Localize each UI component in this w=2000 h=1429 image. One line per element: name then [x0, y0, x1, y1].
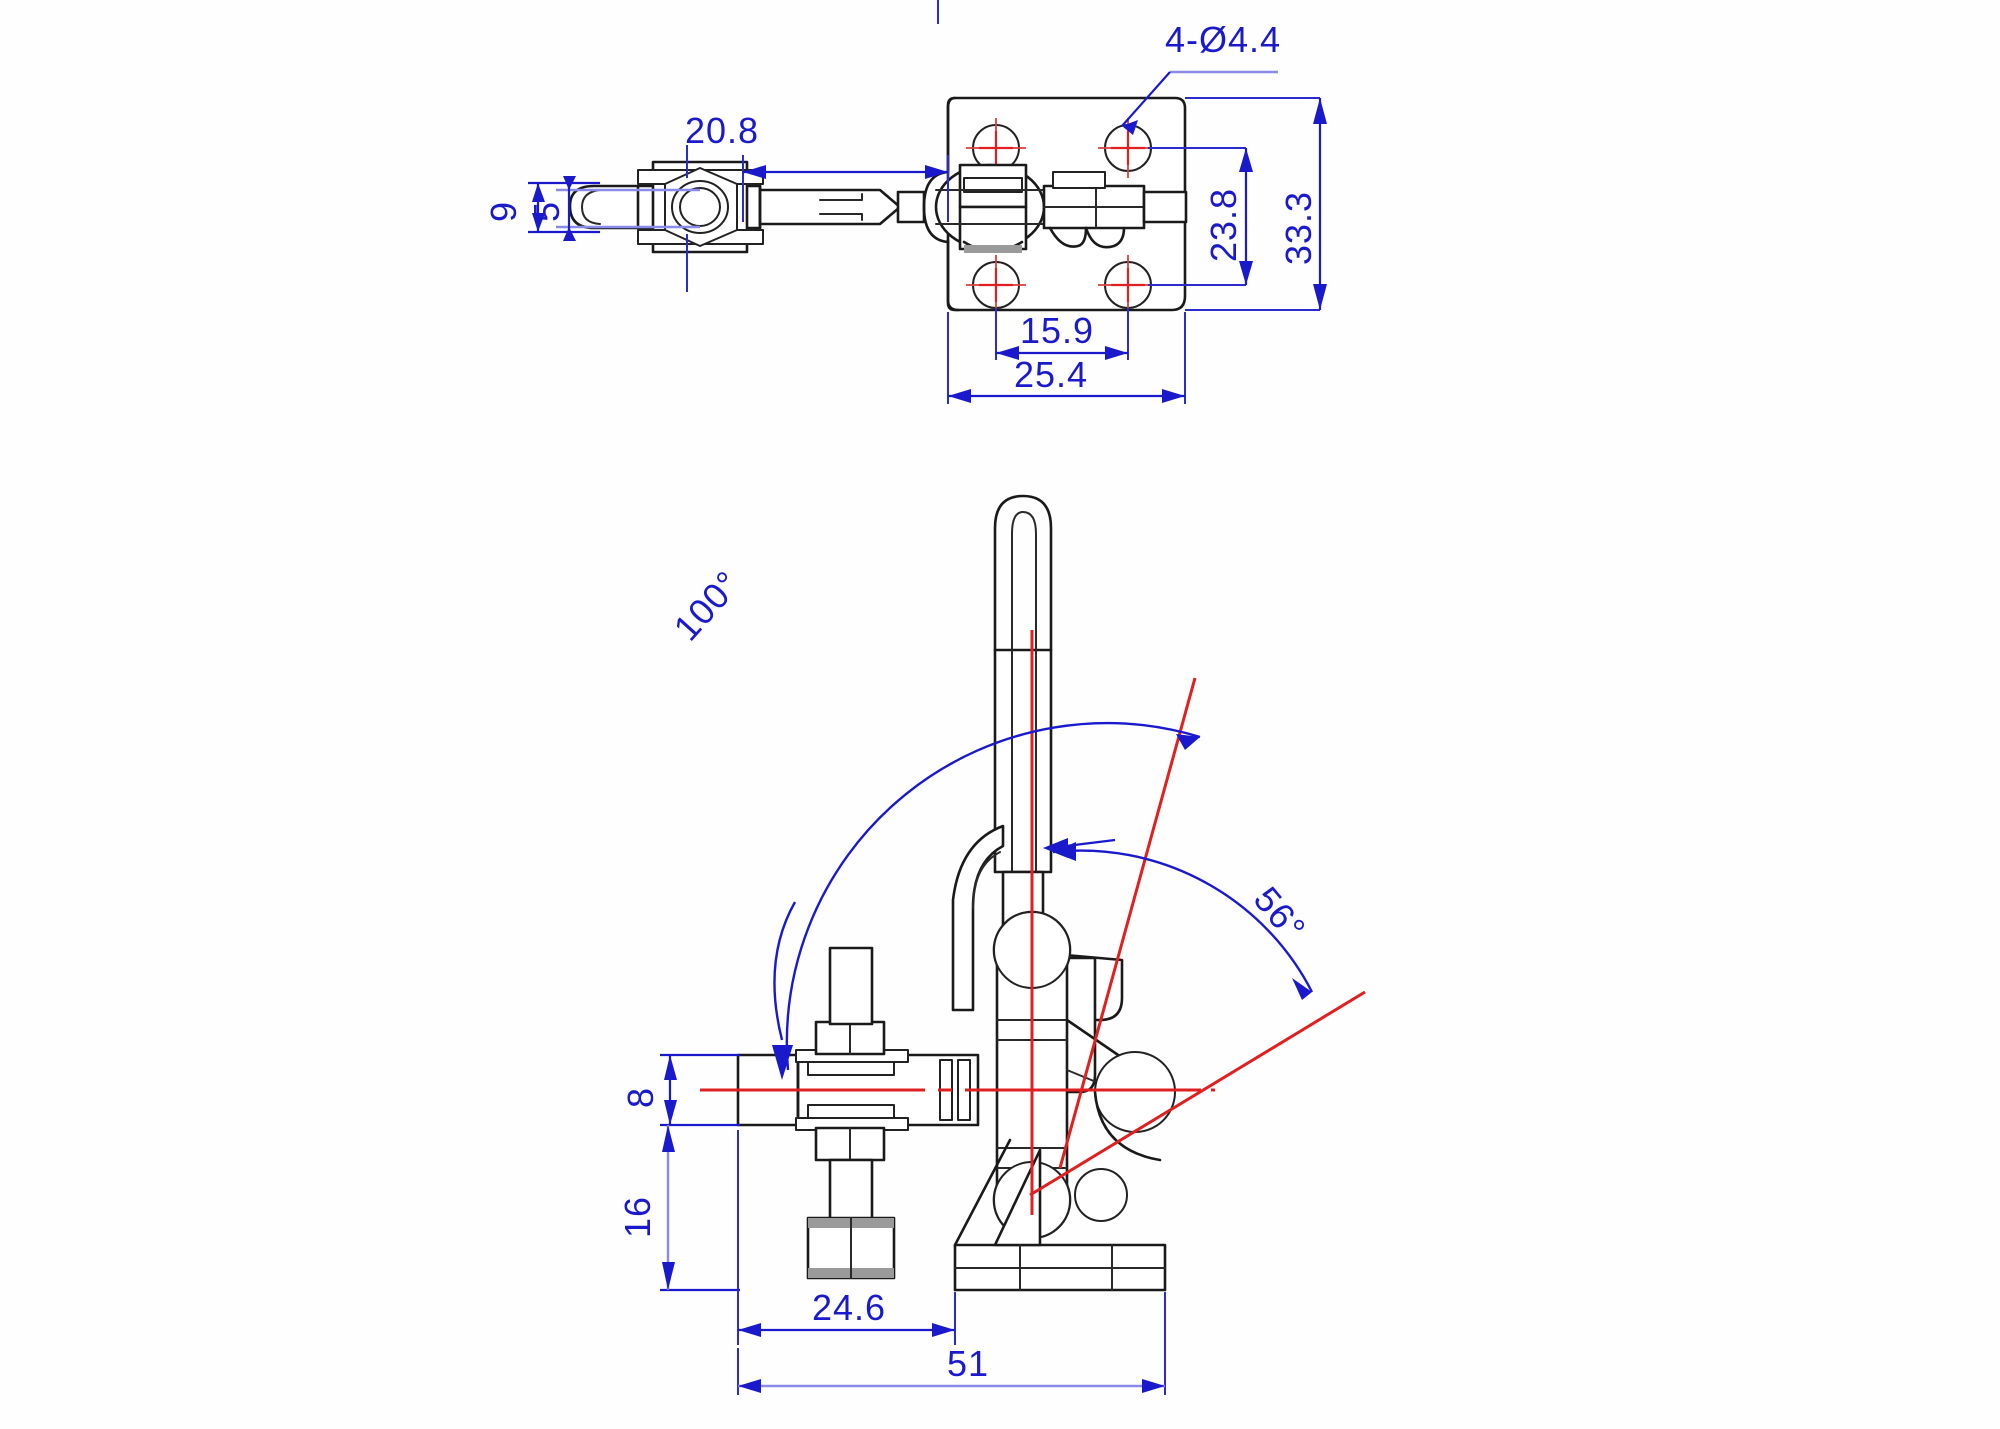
- right-lug-1: [1048, 226, 1088, 248]
- dim-label-25-4: 25.4: [1014, 354, 1088, 395]
- dim-23-8: 23.8: [1148, 147, 1253, 286]
- dim-16: 16: [617, 1125, 740, 1292]
- right-shaft-group-top: [1042, 171, 1188, 249]
- dim-label-100: 100°: [665, 563, 748, 649]
- fork-groove-top: [819, 193, 863, 201]
- spindle-leader-path: [773, 901, 797, 1041]
- dim-label-16: 16: [617, 1196, 658, 1238]
- right-end-pin: [1142, 190, 1188, 224]
- dim-15-9: 15.9: [995, 308, 1129, 360]
- roller-left-arc: [922, 170, 950, 244]
- base-gusset: [993, 1148, 1042, 1247]
- dim-label-33-3: 33.3: [1278, 191, 1319, 265]
- dim-9: 9: [483, 181, 600, 234]
- dim-20-8: 20.8: [685, 110, 949, 222]
- roller-bottom-boss: [958, 205, 1028, 251]
- right-lug-2: [1084, 226, 1126, 249]
- front-spindle-assembly: [700, 946, 1175, 1280]
- dim-25-4: 25.4: [947, 312, 1186, 404]
- mounting-hole-tr: [1098, 118, 1158, 178]
- nut-bore-inner: [679, 187, 721, 227]
- fork-groove-bottom: [819, 213, 863, 221]
- dim-label-23-8: 23.8: [1203, 188, 1244, 262]
- front-view-group: 100° 56°: [617, 494, 1366, 1395]
- spindle-cap-inner: [581, 189, 601, 225]
- screw-shaft-upper: [828, 946, 874, 1026]
- top-view-group: 4-Ø4.4 20.8 9: [483, 0, 1327, 404]
- dim-24-6: 24.6: [737, 1130, 956, 1345]
- spindle-end-cap: [568, 184, 642, 230]
- base-roller: [1094, 1051, 1176, 1133]
- right-collar-top: [1052, 171, 1106, 189]
- dim-label-15-9: 15.9: [1020, 310, 1094, 351]
- arc-100-path: [785, 721, 1201, 1071]
- handle-inner: [1011, 511, 1037, 651]
- link-arm-inner: [972, 851, 1001, 909]
- mounting-hole-tl: [966, 118, 1026, 178]
- base-slope-line: [953, 1138, 1012, 1247]
- dim-label-51: 51: [947, 1343, 989, 1384]
- spindle-assembly-top: [568, 160, 902, 254]
- dim-label-5: 5: [526, 201, 567, 222]
- screw-shaft-lower: [828, 1158, 874, 1222]
- dim-label-20-8: 20.8: [685, 110, 759, 151]
- base-roller-support: [1093, 1090, 1162, 1162]
- roller-shade: [964, 245, 1022, 253]
- roller-top-ring: [963, 177, 1023, 193]
- pivot-roller-top: [896, 163, 1046, 253]
- lever-leader-arrow: [1043, 838, 1116, 858]
- dim-8: 8: [620, 1053, 740, 1127]
- dim-label-9: 9: [483, 201, 524, 222]
- handle-outer: [993, 494, 1053, 652]
- dim-label-56: 56°: [1246, 879, 1314, 949]
- base-bracket: [953, 1051, 1176, 1292]
- red-reference-line-1: [1058, 677, 1197, 1169]
- plate-corner-bl: [946, 238, 960, 312]
- handle-assembly: [993, 494, 1053, 959]
- plate-corner-tl: [946, 96, 957, 172]
- dim-33-3: 33.3: [1185, 97, 1327, 311]
- dim-label-hole-callout: 4-Ø4.4: [1165, 19, 1281, 60]
- arc-56-path: [1052, 849, 1314, 993]
- toggle-link-arm: [951, 824, 1005, 1012]
- dim-hole-callout: 4-Ø4.4: [1121, 19, 1281, 135]
- pivot-pin: [896, 190, 926, 224]
- base-mount-hole: [1074, 1168, 1128, 1222]
- fork-link: [758, 188, 902, 226]
- dim-5: 5: [526, 145, 700, 292]
- red-reference-line-2: [1029, 990, 1366, 1197]
- spindle-leader-arrow: [772, 901, 797, 1080]
- dim-label-8: 8: [620, 1087, 661, 1108]
- dim-label-24-6: 24.6: [812, 1287, 886, 1328]
- dim-51: 51: [737, 1292, 1166, 1395]
